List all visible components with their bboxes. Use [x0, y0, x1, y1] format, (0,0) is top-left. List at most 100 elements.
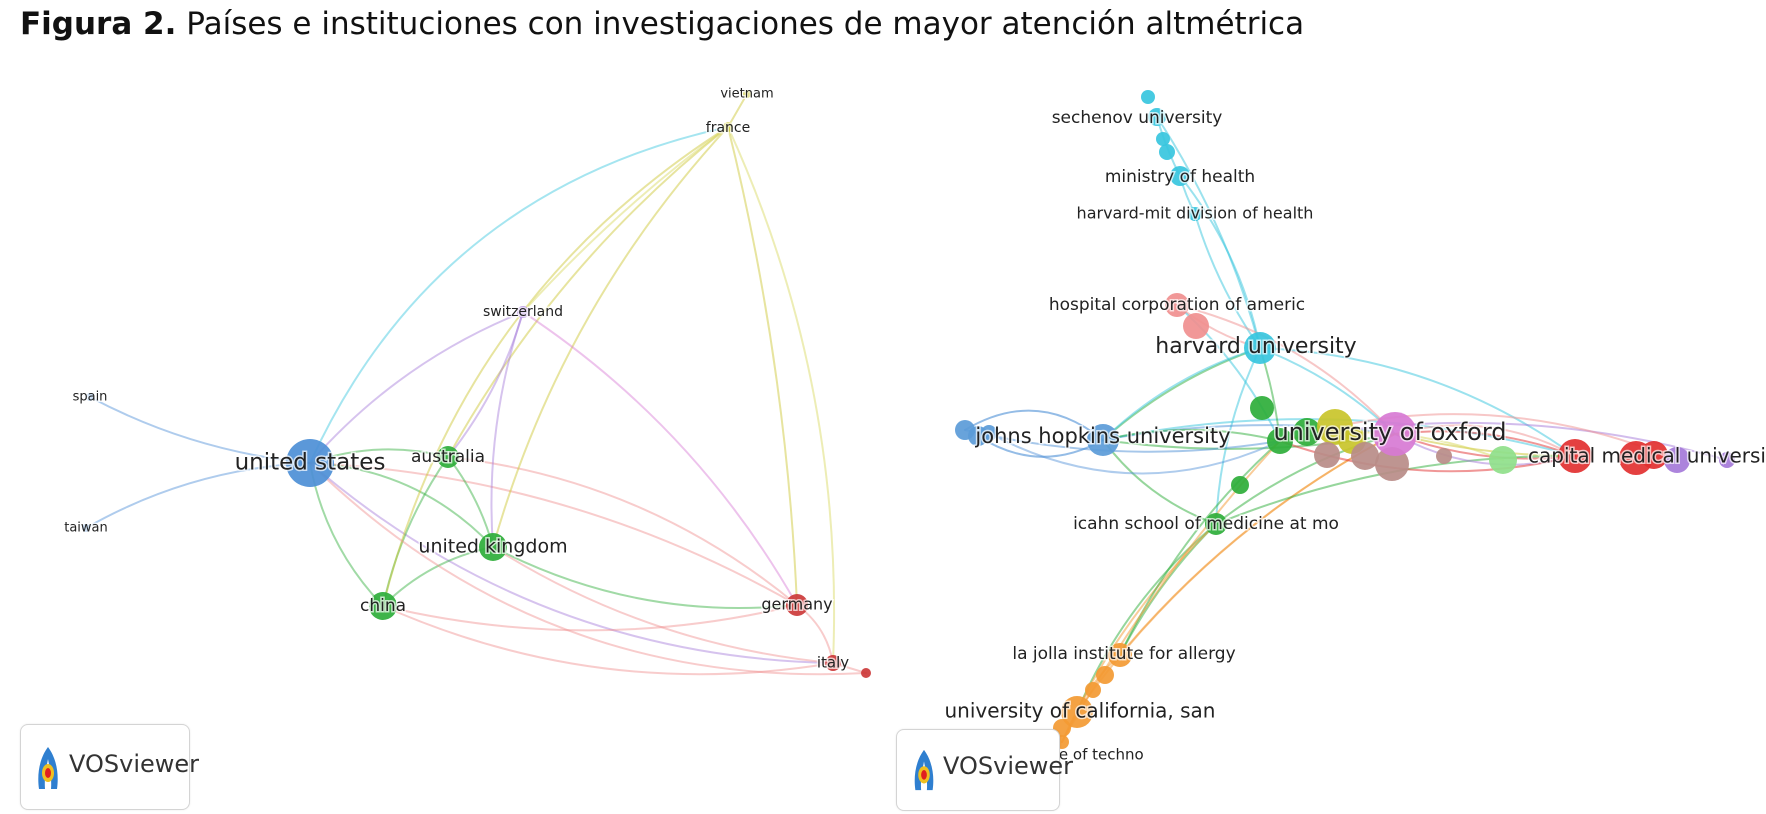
- label-uk: united kingdom: [418, 536, 567, 558]
- edge-us-ch: [309, 311, 524, 464]
- label-vn: vietnam: [720, 87, 773, 102]
- node-it: [825, 655, 841, 671]
- edge-au-ch: [447, 311, 524, 458]
- edge-us-fr: [309, 126, 729, 464]
- edge-au-cn: [382, 456, 449, 607]
- edge-ox-cmu-16: [1394, 433, 1576, 460]
- node-cn: [369, 592, 397, 620]
- edge-fr-it: [727, 126, 836, 664]
- figure-title: Figura 2. Países e instituciones con inv…: [20, 6, 1304, 42]
- node-inst-cluster-21: [1096, 666, 1114, 684]
- edge-us-it2: [309, 462, 867, 676]
- edge-hca-ox-6: [1176, 304, 1396, 435]
- edge-ox-cmu-17: [1394, 424, 1576, 457]
- node-us: [286, 439, 334, 487]
- figure-label: Figura 2.: [20, 6, 177, 42]
- node-inst-cluster-1: [1156, 132, 1170, 146]
- node-hca: [1165, 293, 1189, 317]
- edge-us-uk: [309, 462, 494, 548]
- edge-fr-de: [727, 126, 798, 606]
- edge-hub-0: [964, 429, 1281, 453]
- node-inst-cluster-13: [1351, 442, 1379, 470]
- node-inst-cluster-9: [1293, 418, 1321, 446]
- edge-hub-9: [1061, 440, 1281, 743]
- node-de: [786, 594, 808, 616]
- label-us: united states: [235, 450, 386, 476]
- edge-jhu-loop-c: [988, 432, 1281, 475]
- edge-hub-7: [1102, 428, 1281, 442]
- edge-au-fr: [447, 126, 729, 458]
- vosviewer-logo-icon: [38, 747, 58, 789]
- node-icahn: [1205, 513, 1227, 535]
- node-inst-cluster-22: [1085, 682, 1101, 698]
- label-ox: university of oxford: [1273, 418, 1506, 446]
- edge-ox-cmu-15: [1394, 430, 1576, 457]
- label-hmit: harvard-mit division of health: [1077, 204, 1314, 223]
- node-es: [86, 393, 94, 401]
- node-ucsd: [1061, 696, 1093, 728]
- label-ljia: la jolla institute for allergy: [1012, 644, 1235, 664]
- edge-harv-cmu-8: [1259, 347, 1576, 457]
- edge-jhu-icahn-14: [1102, 439, 1217, 525]
- edge-cn-it: [382, 605, 834, 676]
- label-es: spain: [73, 390, 108, 405]
- edge-sech-harv-4: [1156, 116, 1261, 349]
- vosviewer-logo-icon: [914, 749, 934, 791]
- node-inst-cluster-8: [1267, 428, 1293, 454]
- node-jhu: [1087, 424, 1119, 456]
- node-inst-cluster-3: [1183, 313, 1209, 339]
- edge-ch-de: [522, 311, 798, 606]
- node-ljia: [1108, 643, 1132, 667]
- label-fr: france: [706, 120, 750, 136]
- node-harv: [1244, 332, 1276, 364]
- edge-uk-it: [492, 546, 834, 664]
- label-icahn: icahn school of medicine at mo: [1073, 514, 1339, 534]
- node-tw: [82, 524, 90, 532]
- node-inst-cluster-14: [1375, 447, 1409, 481]
- edge-au-de: [447, 456, 798, 606]
- edge-cn-de: [382, 604, 798, 632]
- edge-jhu-loop-a: [964, 409, 1104, 441]
- edge-au-uk: [447, 456, 494, 548]
- label-tw: taiwan: [64, 521, 108, 536]
- edge-us-es: [89, 396, 311, 464]
- edge-icahn-ljia-20: [1119, 523, 1217, 656]
- vosviewer-text: VOSviewer: [943, 752, 1074, 780]
- edge-ch-fr: [522, 126, 729, 313]
- node-inst-cluster-2: [1159, 144, 1175, 160]
- label-de: germany: [761, 595, 832, 614]
- node-it2: [861, 668, 871, 678]
- node-fr: [723, 122, 733, 132]
- edge-ucsd-ox-26: [1076, 433, 1396, 713]
- node-vn: [743, 90, 751, 98]
- label-cmu: capital medical university: [1528, 444, 1766, 468]
- node-inst-cluster-18: [1640, 441, 1668, 469]
- node-inst-cluster-24: [1231, 476, 1249, 494]
- node-inst-cluster-0: [1141, 90, 1155, 104]
- label-ucsd: university of california, san: [945, 699, 1216, 723]
- edge-icahn-ox-19: [1215, 433, 1396, 525]
- node-inst-cluster-20: [1719, 452, 1735, 468]
- node-uk: [479, 533, 507, 561]
- edge-uk-cn: [382, 546, 494, 607]
- node-inst-cluster-7: [1250, 396, 1274, 420]
- edge-hmit-harv-2: [1194, 213, 1261, 349]
- node-sech: [1148, 108, 1166, 126]
- edge-us-cn: [309, 462, 384, 607]
- node-inst-cluster-15: [1436, 448, 1452, 464]
- node-inst-cluster-19: [1664, 447, 1690, 473]
- edge-cn-fr: [382, 126, 729, 607]
- edge-harv-icahn-9: [1215, 347, 1261, 525]
- node-moh: [1170, 166, 1190, 186]
- node-hmit: [1188, 207, 1202, 221]
- label-sech: sechenov university: [1052, 108, 1223, 128]
- edge-uk-ch: [490, 311, 524, 548]
- label-cn: china: [360, 596, 406, 616]
- node-ox: [1373, 412, 1417, 456]
- label-ch: switzerland: [483, 304, 563, 320]
- label-hca: hospital corporation of americ: [1049, 295, 1305, 315]
- label-it: italy: [817, 654, 849, 672]
- label-moh: ministry of health: [1105, 167, 1255, 187]
- edge-us-it: [309, 462, 834, 664]
